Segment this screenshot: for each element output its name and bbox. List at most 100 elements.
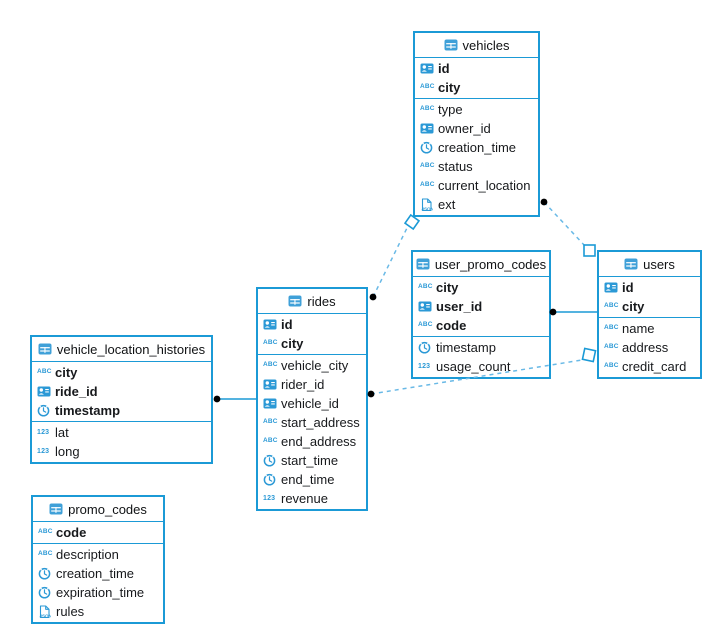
string-icon: ABC (420, 162, 435, 170)
column-row-timestamp[interactable]: timestamp (413, 338, 549, 357)
column-row-rider_id[interactable]: rider_id (258, 375, 366, 394)
column-name: user_id (436, 299, 483, 314)
column-name: creation_time (56, 566, 135, 581)
column-name: type (438, 102, 463, 117)
column-name: end_time (281, 472, 335, 487)
uuid-icon (37, 386, 55, 397)
column-row-timestamp[interactable]: timestamp (32, 401, 211, 420)
table-header-users[interactable]: users (599, 252, 700, 277)
string-icon: ABC (418, 321, 433, 329)
table-header-user_promo_codes[interactable]: user_promo_codes (413, 252, 549, 277)
column-name: creation_time (438, 140, 517, 155)
column-row-id[interactable]: id (258, 315, 366, 334)
column-name: expiration_time (56, 585, 145, 600)
column-name: code (56, 525, 87, 540)
column-row-user_id[interactable]: user_id (413, 297, 549, 316)
timestamp-icon (38, 586, 56, 599)
column-name: city (281, 336, 304, 351)
table-header-vehicle_location_histories[interactable]: vehicle_location_histories (32, 337, 211, 362)
column-name: start_time (281, 453, 339, 468)
uuid-icon (604, 282, 622, 293)
table-icon (38, 343, 52, 355)
column-name: id (438, 61, 450, 76)
string-icon: ABC (604, 324, 619, 332)
timestamp-icon (418, 341, 436, 354)
table-icon (416, 258, 430, 270)
uuid-icon (263, 379, 281, 390)
column-row-expiration_time[interactable]: expiration_time (33, 583, 163, 602)
string-icon: ABC (38, 528, 53, 536)
column-name: timestamp (55, 403, 121, 418)
relationship-endpoint-dot (369, 293, 377, 301)
svg-text:JSON: JSON (421, 206, 433, 211)
column-name: description (56, 547, 119, 562)
column-row-id[interactable]: id (599, 278, 700, 297)
column-name: id (281, 317, 293, 332)
table-header-promo_codes[interactable]: promo_codes (33, 497, 163, 522)
number-icon: 123 (37, 448, 50, 455)
string-icon: ABC (37, 368, 52, 376)
column-row-id[interactable]: id (415, 59, 538, 78)
column-row-vehicle_id[interactable]: vehicle_id (258, 394, 366, 413)
column-name: revenue (281, 491, 328, 506)
table-header-vehicles[interactable]: vehicles (415, 33, 538, 58)
table-title: users (643, 256, 675, 272)
string-icon: ABC (604, 302, 619, 310)
column-name: status (438, 159, 473, 174)
table-icon (624, 258, 638, 270)
table-header-rides[interactable]: rides (258, 289, 366, 314)
uuid-icon (420, 123, 438, 134)
column-row-ride_id[interactable]: ride_id (32, 382, 211, 401)
column-row-owner_id[interactable]: owner_id (415, 119, 538, 138)
column-row-creation_time[interactable]: creation_time (33, 564, 163, 583)
column-name: city (438, 80, 461, 95)
column-name: rider_id (281, 377, 325, 392)
json-icon: JSON (420, 197, 438, 212)
timestamp-icon (263, 473, 281, 486)
table-title: promo_codes (68, 501, 147, 517)
column-name: current_location (438, 178, 531, 193)
column-name: city (436, 280, 459, 295)
column-name: city (55, 365, 78, 380)
column-row-creation_time[interactable]: creation_time (415, 138, 538, 157)
column-row-end_time[interactable]: end_time (258, 470, 366, 489)
string-icon: ABC (604, 343, 619, 351)
column-row-start_time[interactable]: start_time (258, 451, 366, 470)
column-name: owner_id (438, 121, 491, 136)
relationship-rides-to-vehicles[interactable] (372, 227, 408, 298)
column-name: ride_id (55, 384, 98, 399)
relationship-vehicles-to-users[interactable] (543, 201, 586, 247)
table-icon (49, 503, 63, 515)
